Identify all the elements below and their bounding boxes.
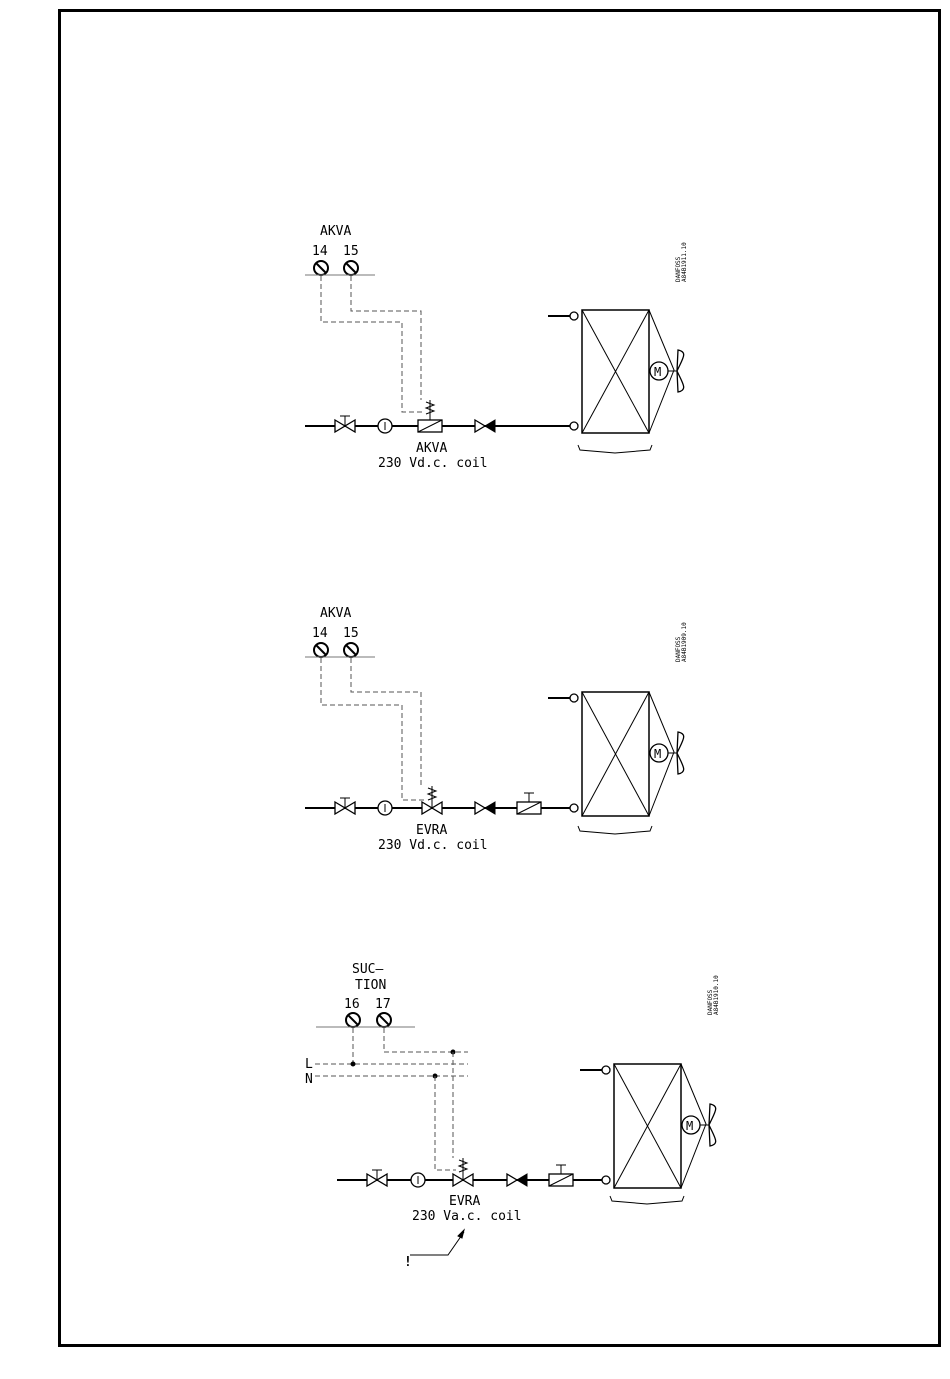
control-wire-a: [321, 658, 424, 800]
drawing-frame: [60, 11, 940, 1346]
control-wire-b: [351, 276, 421, 400]
terminal-number-a: 14: [312, 626, 328, 641]
check-valve-icon: [475, 420, 495, 432]
stop-valve-icon: [335, 416, 355, 432]
fan-motor-icon: M: [682, 1104, 716, 1146]
solenoid-valve-icon: [453, 1158, 473, 1186]
stop-valve-icon: [335, 798, 355, 814]
coil-label: 230 Va.c. coil: [412, 1209, 522, 1224]
drawing-code: DANFOSSA84B1909.10: [675, 622, 688, 662]
evaporator-icon: [548, 310, 674, 453]
valve-label: EVRA: [449, 1194, 480, 1209]
terminal-title-line-1: SUC–: [352, 962, 383, 977]
terminal-number-b: 15: [343, 244, 359, 259]
check-valve-icon: [507, 1174, 527, 1186]
arrowhead-icon: [458, 1230, 464, 1238]
terminal-number-b: 15: [343, 626, 359, 641]
diagram-2: AKVA 14 15 EVRA: [305, 606, 688, 853]
fan-motor-icon: M: [650, 732, 684, 774]
terminal-title: AKVA: [320, 224, 351, 239]
terminal-number-a: 14: [312, 244, 328, 259]
control-wire-a: [321, 276, 424, 412]
valve-label: AKVA: [416, 441, 447, 456]
screw-terminal-icon: [377, 1013, 391, 1027]
sight-glass-icon: [378, 801, 392, 815]
terminal-wire-17: [384, 1028, 468, 1052]
coil-label: 230 Vd.c. coil: [378, 456, 488, 471]
solenoid-valve-icon: [422, 786, 442, 814]
svg-text:M: M: [654, 365, 661, 379]
coil-wire-b: [435, 1076, 456, 1170]
sight-glass-icon: [411, 1173, 425, 1187]
screw-terminal-icon: [314, 643, 328, 657]
warning-mark: !: [404, 1255, 412, 1270]
terminal-number-b: 17: [375, 997, 391, 1012]
expansion-valve-icon: [517, 793, 541, 814]
check-valve-icon: [475, 802, 495, 814]
drawing-code: DANFOSSA84B1910.10: [707, 975, 720, 1015]
expansion-valve-icon: [549, 1165, 573, 1186]
evaporator-icon: [548, 692, 674, 834]
fan-motor-icon: M: [650, 350, 684, 392]
line-label-n: N: [305, 1072, 313, 1087]
svg-text:M: M: [654, 747, 661, 761]
terminal-title: AKVA: [320, 606, 351, 621]
screw-terminal-icon: [346, 1013, 360, 1027]
control-wire-b: [351, 658, 421, 786]
stop-valve-icon: [367, 1170, 387, 1186]
line-label-l: L: [305, 1057, 313, 1072]
diagram-1: AKVA 14 15: [305, 224, 688, 471]
junction-dot: [351, 1062, 355, 1066]
coil-label: 230 Vd.c. coil: [378, 838, 488, 853]
screw-terminal-icon: [344, 261, 358, 275]
warning-leader: [410, 1232, 464, 1255]
terminal-title-line-2: TION: [355, 978, 386, 993]
sight-glass-icon: [378, 419, 392, 433]
drawing-code: DANFOSSA84B1911.10: [675, 242, 688, 282]
screw-terminal-icon: [344, 643, 358, 657]
evaporator-icon: [580, 1064, 706, 1204]
valve-label: EVRA: [416, 823, 447, 838]
screw-terminal-icon: [314, 261, 328, 275]
diagram-3: SUC– TION 16 17 L N: [305, 962, 720, 1270]
akva-valve-icon: [418, 400, 442, 432]
svg-text:M: M: [686, 1119, 693, 1133]
terminal-number-a: 16: [344, 997, 360, 1012]
